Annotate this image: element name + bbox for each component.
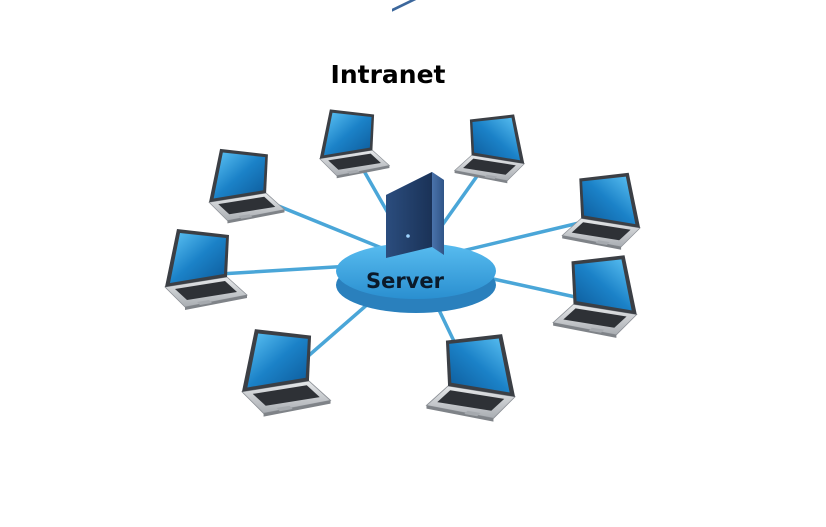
laptop-icon <box>453 114 526 184</box>
laptop-base-edge <box>562 235 622 250</box>
laptop-screen <box>449 338 510 393</box>
laptop-screen <box>170 233 226 283</box>
laptop-touchpad <box>484 174 498 179</box>
laptop-screen <box>574 259 632 311</box>
laptop-keyboard <box>437 390 505 411</box>
laptop-keyboard <box>218 196 276 215</box>
server-bay <box>392 0 426 12</box>
laptop-base-edge <box>227 209 285 224</box>
laptop-screen <box>213 152 266 199</box>
laptop-keyboard <box>563 308 627 328</box>
server-front-face <box>386 172 432 258</box>
hub-label: Server <box>366 269 445 293</box>
server-tower-icon <box>386 0 444 258</box>
laptop-base-edge <box>263 400 331 417</box>
diagram-title: Intranet <box>330 60 446 89</box>
laptop-icon <box>208 148 286 224</box>
laptop-touchpad <box>464 410 481 417</box>
laptop-icon <box>318 109 391 179</box>
laptop-screen <box>582 176 636 225</box>
laptop-base-edge <box>185 295 247 310</box>
laptop-screen <box>472 117 521 161</box>
laptop-icon <box>164 229 248 310</box>
laptop-icon <box>552 255 638 338</box>
laptop-touchpad <box>276 405 293 412</box>
hub-platform <box>336 243 496 313</box>
laptop-nodes <box>164 109 641 422</box>
laptop-base-edge <box>553 322 617 338</box>
laptop-keyboard <box>252 385 320 406</box>
laptop-base-edge <box>336 165 390 179</box>
laptop-keyboard <box>175 281 237 300</box>
laptop-touchpad <box>588 327 605 333</box>
laptop-icon <box>561 172 641 250</box>
laptop-base-edge <box>454 170 508 184</box>
server-right-face <box>432 172 444 255</box>
laptop-keyboard <box>328 153 381 170</box>
laptop-touchpad <box>238 214 253 219</box>
laptop-icon <box>425 334 516 422</box>
laptop-touchpad <box>197 300 212 305</box>
laptop-touchpad <box>346 169 360 174</box>
laptop-screen <box>323 112 372 156</box>
laptop-icon <box>241 329 332 417</box>
laptop-touchpad <box>595 240 610 245</box>
laptop-keyboard <box>463 158 516 175</box>
laptop-base-edge <box>426 405 494 422</box>
laptop-screen <box>247 333 308 388</box>
laptop-keyboard <box>571 222 631 241</box>
hub-platform-top <box>336 243 496 299</box>
server-led-icon <box>406 234 410 238</box>
